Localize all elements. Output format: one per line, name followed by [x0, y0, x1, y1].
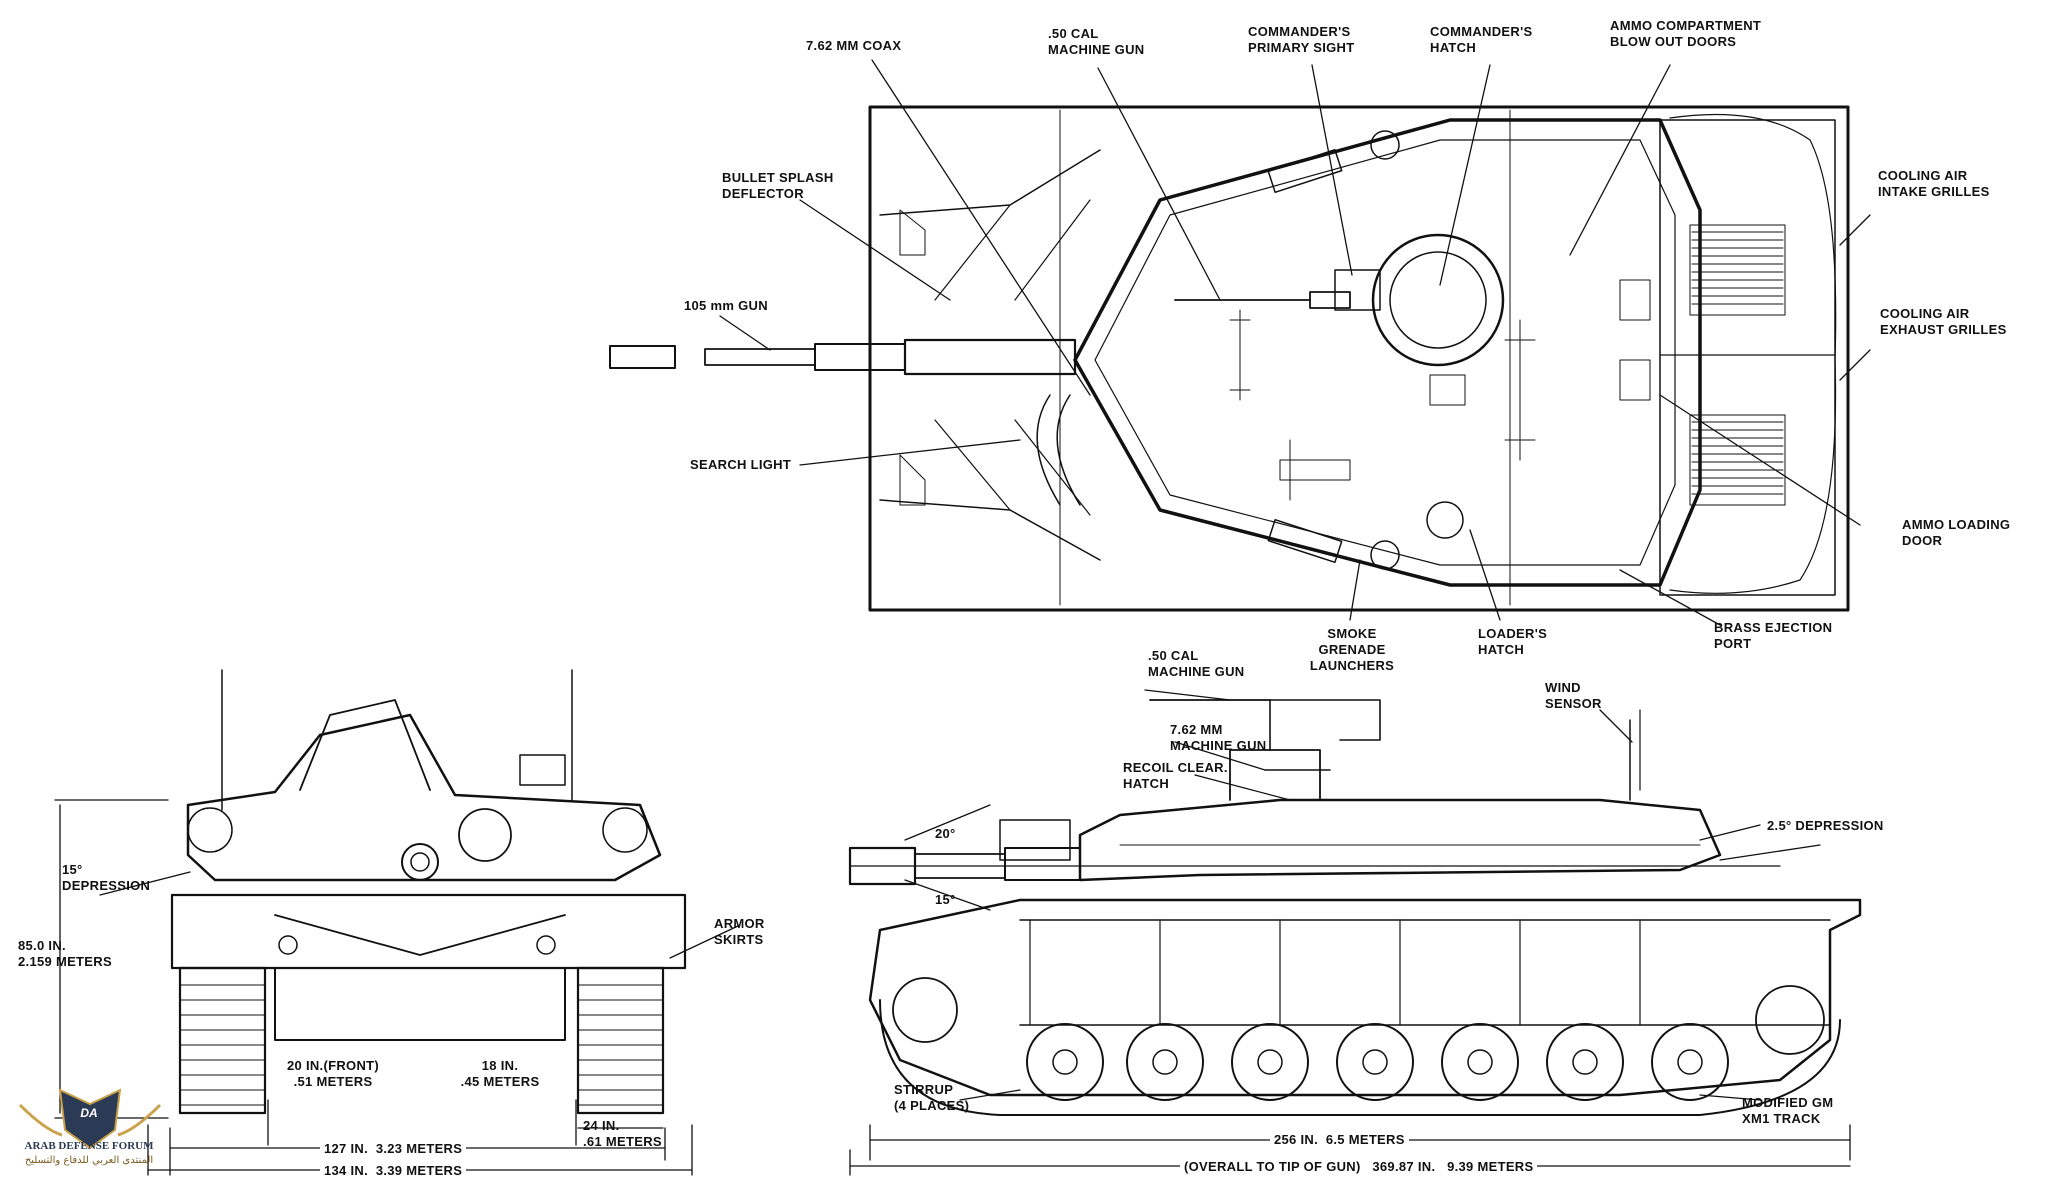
- label-modified-track: MODIFIED GM XM1 TRACK: [1742, 1095, 1834, 1126]
- top-view-drawing: [609, 59, 1871, 626]
- label-ammo-loading-door: AMMO LOADING DOOR: [1902, 517, 2011, 548]
- label-24in: 24 IN. .61 METERS: [583, 1118, 662, 1149]
- label-20-deg: 20°: [935, 826, 956, 841]
- label-256in: 256 IN. 6.5 METERS: [1270, 1132, 1409, 1148]
- label-134in: 134 IN. 3.39 METERS: [320, 1163, 467, 1179]
- label-15-depression: 15° DEPRESSION: [62, 862, 151, 893]
- label-50cal-top: .50 CAL MACHINE GUN: [1048, 26, 1145, 57]
- left-track: [178, 966, 267, 1115]
- watermark-badge: DA: [80, 1106, 98, 1120]
- label-search-light: SEARCH LIGHT: [690, 457, 792, 472]
- side-view-drawing: [848, 689, 1862, 1176]
- label-762-mg: 7.62 MM MACHINE GUN: [1170, 722, 1267, 753]
- label-wind-sensor: WIND SENSOR: [1545, 680, 1602, 711]
- watermark-arabic: المنتدى العربي للدفاع والتسليح: [24, 1155, 154, 1166]
- label-cooling-intake: COOLING AIR INTAKE GRILLES: [1878, 168, 1990, 199]
- label-15-deg: 15°: [935, 892, 956, 907]
- front-turret: [186, 713, 662, 882]
- label-armor-skirts: ARMOR SKIRTS: [714, 916, 765, 947]
- road-wheels: [1026, 1023, 1729, 1101]
- label-105mm-gun: 105 mm GUN: [684, 298, 768, 313]
- label-50cal-side: .50 CAL MACHINE GUN: [1148, 648, 1245, 679]
- label-overall-length: (OVERALL TO TIP OF GUN) 369.87 IN. 9.39 …: [1180, 1159, 1538, 1175]
- label-brass-ejection: BRASS EJECTION PORT: [1714, 620, 1833, 651]
- right-track: [576, 966, 665, 1115]
- label-stirrup: STIRRUP (4 PLACES): [894, 1082, 970, 1113]
- label-127in: 127 IN. 3.23 METERS: [320, 1141, 467, 1157]
- hull-outline-top: [868, 105, 1850, 612]
- label-commander-hatch: COMMANDER'S HATCH: [1430, 24, 1533, 55]
- side-track: [879, 999, 1841, 1116]
- label-smoke-grenade: SMOKE GRENADE LAUNCHERS: [1309, 626, 1395, 673]
- label-18in: 18 IN. .45 METERS: [460, 1058, 540, 1089]
- label-20in-front: 20 IN.(FRONT) .51 METERS: [286, 1058, 379, 1089]
- watermark-name: ARAB DEFENSE FORUM: [24, 1140, 154, 1152]
- label-commander-sight: COMMANDER'S PRIMARY SIGHT: [1248, 24, 1355, 55]
- side-hull: [868, 898, 1862, 1097]
- label-ammo-compartment: AMMO COMPARTMENT BLOW OUT DOORS: [1610, 18, 1762, 49]
- commander-hatch-ring: [1371, 233, 1505, 367]
- label-762-coax: 7.62 MM COAX: [806, 38, 902, 53]
- front-hull: [170, 893, 687, 970]
- label-25-depression: 2.5° DEPRESSION: [1767, 818, 1884, 833]
- label-cooling-exhaust: COOLING AIR EXHAUST GRILLES: [1880, 306, 2007, 337]
- watermark-logo: DA ARAB DEFENSE FORUM المنتدى العربي للد…: [14, 1080, 164, 1175]
- label-recoil-hatch: RECOIL CLEAR. HATCH: [1123, 760, 1228, 791]
- side-turret: [1078, 798, 1722, 882]
- gun-muzzle-top: [609, 345, 676, 369]
- label-height: 85.0 IN. 2.159 METERS: [18, 938, 112, 969]
- turret-outline: [1073, 118, 1702, 587]
- watermark-emblem: [18, 1088, 162, 1150]
- label-bullet-splash: BULLET SPLASH DEFLECTOR: [722, 170, 834, 201]
- label-loaders-hatch: LOADER'S HATCH: [1478, 626, 1548, 657]
